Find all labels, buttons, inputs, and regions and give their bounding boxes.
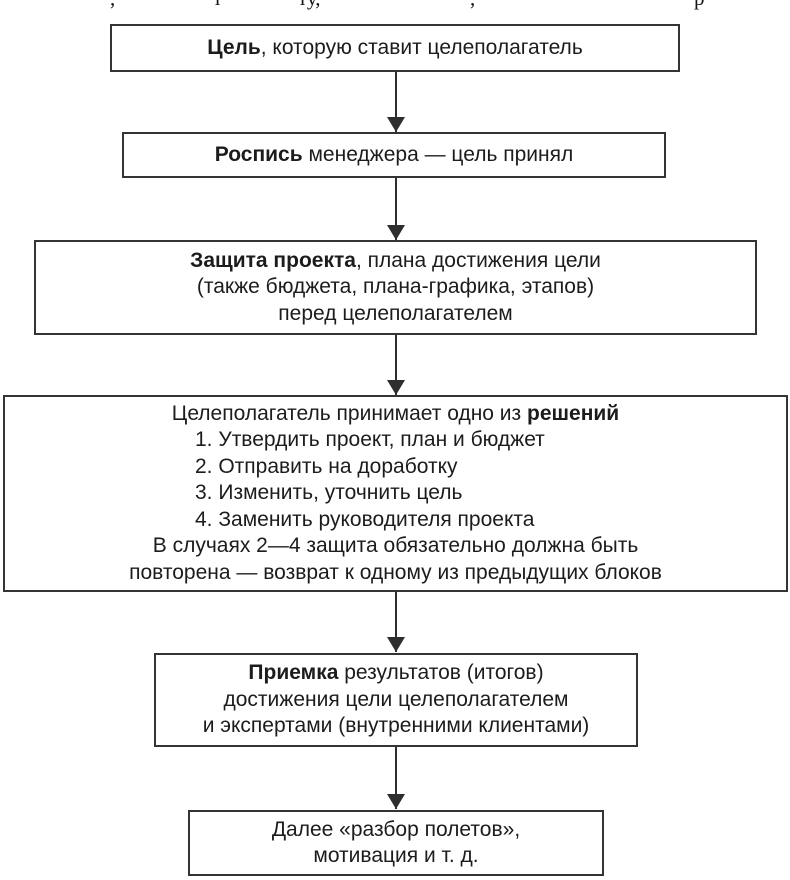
clipped-text-fragment: р (694, 0, 705, 12)
flow-box-acceptance: Приемка результатов (итогов) достижения … (154, 653, 638, 747)
line-text: 3. Изменить, уточнить цель (195, 481, 463, 505)
line-text: 4. Заменить руководителя проекта (195, 507, 535, 531)
line-text: В случаях 2—4 защита обязательно должна … (152, 534, 639, 558)
flow-box-debrief: Далее «разбор полетов», мотивация и т. д… (188, 810, 604, 876)
list-item: 4. Заменить руководителя проекта (195, 507, 545, 534)
line-text: достижения цели целеполагателем (223, 687, 569, 711)
line-text: менеджера — цель принял (302, 142, 574, 166)
flow-box-goal: Цель, которую ставит целеполагатель (110, 24, 680, 72)
box-line: (также бюджета, плана-графика, этапов) (36, 274, 755, 301)
box-line: Защита проекта, плана достижения цели (36, 248, 755, 275)
box-line: Цель, которую ставит целеполагатель (112, 35, 678, 62)
line-text: , которую ставит целеполагатель (260, 35, 583, 59)
flow-box-decision: Целеполагатель принимает одно из решений… (3, 395, 788, 592)
flow-box-signature: Роспись менеджера — цель принял (122, 132, 666, 178)
clipped-text-fragment: т (213, 0, 222, 12)
down-arrow-5 (387, 747, 405, 809)
down-arrow-4 (387, 592, 405, 652)
line-text: 1. Утвердить проект, план и бюджет (195, 428, 545, 452)
flow-box-defense: Защита проекта, плана достижения цели (т… (34, 240, 757, 335)
line-text: , плана достижения цели (355, 248, 601, 272)
line-text: и экспертами (внутренними клиентами) (202, 714, 590, 738)
line-text: 2. Отправить на доработку (195, 454, 458, 478)
line-text: мотивация и т. д. (313, 844, 479, 867)
clipped-text-fragment: ту, (298, 0, 321, 12)
box-line: Далее «разбор полетов», (190, 817, 602, 844)
line-text: Далее «разбор полетов», (271, 817, 521, 841)
down-arrow-3 (387, 335, 405, 395)
line-bold-text: Цель (207, 35, 261, 59)
down-arrow-2 (387, 178, 405, 240)
box-line: Роспись менеджера — цель принял (124, 142, 664, 169)
clipped-text-fragment: , (110, 0, 115, 12)
box-line: и экспертами (внутренними клиентами) (156, 713, 636, 740)
list-item: 3. Изменить, уточнить цель (195, 480, 545, 507)
line-text: Целеполагатель принимает одно из (171, 401, 527, 425)
box-line: Приемка результатов (итогов) (156, 660, 636, 687)
line-bold-text: Защита проекта (190, 248, 356, 272)
box-line: Целеполагатель принимает одно из решений (5, 401, 786, 428)
clipped-text-fragment: , (470, 0, 475, 12)
line-text: результатов (итогов) (338, 661, 544, 685)
list-item: 2. Отправить на доработку (195, 454, 545, 481)
line-bold-text: решений (527, 401, 620, 425)
list-item: 1. Утвердить проект, план и бюджет (195, 427, 545, 454)
box-line: достижения цели целеполагателем (156, 687, 636, 714)
line-bold-text: Роспись (214, 142, 303, 166)
line-text: (также бюджета, плана-графика, этапов) (196, 275, 595, 299)
box-line: В случаях 2—4 защита обязательно должна … (5, 533, 786, 560)
line-bold-text: Приемка (248, 661, 339, 685)
box-line: мотивация и т. д. (190, 843, 602, 870)
box-line: перед целеполагателем (36, 301, 755, 328)
box-line: повторена — возврат к одному из предыдущ… (5, 560, 786, 587)
line-text: перед целеполагателем (278, 301, 513, 325)
down-arrow-1 (387, 72, 405, 132)
decision-options-list: 1. Утвердить проект, план и бюджет 2. От… (195, 427, 545, 533)
line-text: повторена — возврат к одному из предыдущ… (129, 560, 662, 584)
